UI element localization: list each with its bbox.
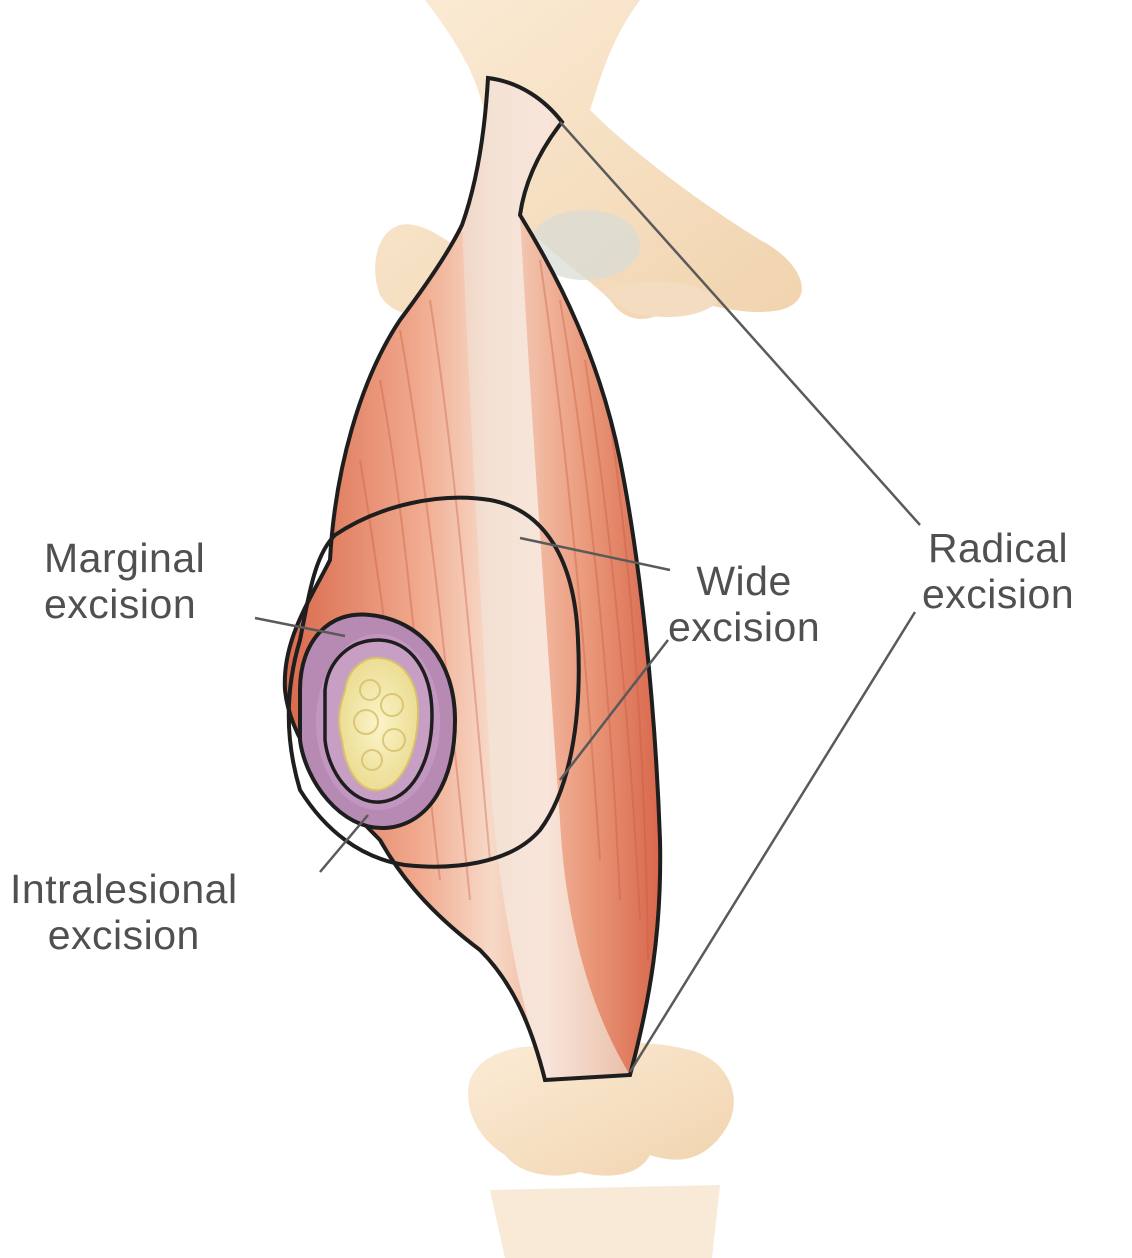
intralesional-label-line1: Intralesional	[10, 866, 238, 912]
wide-excision-label: Wide excision	[668, 558, 820, 650]
marginal-label-line2: excision	[44, 581, 205, 627]
intralesional-label-line2: excision	[10, 912, 238, 958]
tumor	[300, 614, 455, 828]
intralesional-excision-label: Intralesional excision	[10, 866, 238, 958]
marginal-label-line1: Marginal	[44, 535, 205, 581]
marginal-excision-label: Marginal excision	[44, 535, 205, 627]
radical-leader-line-bottom	[630, 612, 915, 1072]
radical-label-line1: Radical	[922, 525, 1074, 571]
radical-label-line2: excision	[922, 571, 1074, 617]
wide-label-line1: Wide	[668, 558, 820, 604]
radical-excision-label: Radical excision	[922, 525, 1074, 617]
wide-label-line2: excision	[668, 604, 820, 650]
